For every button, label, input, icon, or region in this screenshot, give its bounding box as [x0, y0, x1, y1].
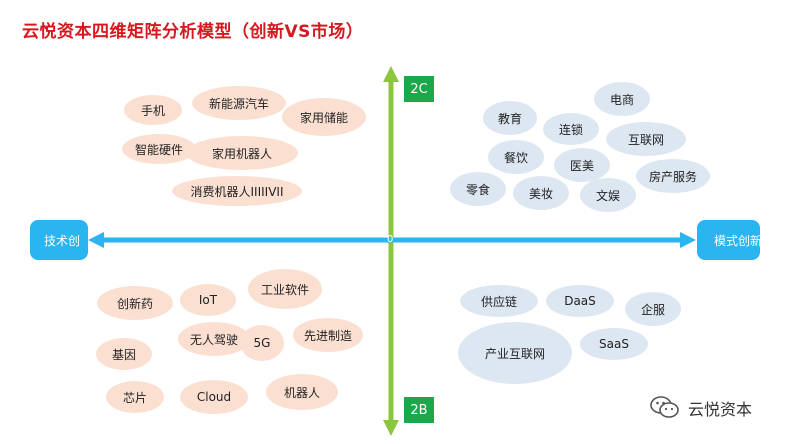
bubble-model-2c: 连锁	[543, 113, 599, 145]
bubble-model-2c: 互联网	[606, 122, 686, 156]
bubble-model-2c: 房产服务	[636, 159, 710, 193]
bubble-tech-2b: 基因	[96, 338, 152, 370]
watermark-text: 云悦资本	[688, 400, 753, 419]
bubble-model-2c: 文娱	[580, 178, 636, 212]
bubble-tech-2b: IoT	[180, 284, 236, 316]
bubble-tech-2b: 工业软件	[248, 269, 322, 309]
horizontal-axis-arrow-right	[680, 232, 696, 248]
bubble-tech-2c: 新能源汽车	[192, 86, 286, 120]
bubble-tech-2b: Cloud	[180, 380, 248, 414]
bubble-model-2b: SaaS	[580, 328, 648, 360]
bubble-model-2b: 企服	[625, 292, 681, 326]
bubble-model-2c: 零食	[450, 172, 506, 206]
bubble-tech-2b: 先进制造	[293, 318, 363, 352]
bubble-model-2b: DaaS	[546, 285, 614, 317]
bubble-tech-2b: 机器人	[266, 374, 338, 410]
bubble-tech-2c: 消费机器人IIIIIVII	[172, 176, 302, 206]
bubble-tech-2c: 手机	[124, 95, 182, 125]
bubble-tech-2b: 5G	[240, 325, 284, 361]
bubble-model-2c: 教育	[483, 101, 537, 135]
model-innovation-label: 模式创新	[697, 220, 760, 260]
bubble-model-2c: 医美	[554, 148, 610, 182]
quadrant-tag-2b: 2B	[404, 397, 434, 423]
bubble-tech-2b: 无人驾驶	[178, 322, 250, 356]
origin-label: 0	[387, 234, 394, 245]
bubble-model-2b: 供应链	[460, 285, 538, 317]
horizontal-axis-arrow-left	[88, 232, 104, 248]
bubble-tech-2c: 家用机器人	[186, 136, 298, 170]
bubble-tech-2b: 芯片	[106, 381, 164, 413]
bubble-tech-2c: 智能硬件	[122, 134, 196, 164]
bubble-model-2c: 餐饮	[488, 140, 544, 174]
bubble-model-2c: 电商	[594, 82, 650, 116]
watermark: 云悦资本	[650, 395, 752, 421]
tech-innovation-label: 技术创	[30, 220, 88, 260]
quadrant-tag-2c: 2C	[404, 76, 434, 102]
page-title: 云悦资本四维矩阵分析模型（创新VS市场）	[22, 22, 364, 42]
bubble-model-2c: 美妆	[513, 176, 569, 210]
bubble-tech-2b: 创新药	[97, 286, 173, 320]
vertical-axis-arrow-up	[383, 66, 399, 82]
vertical-axis-arrow-down	[383, 420, 399, 436]
bubble-tech-2c: 家用储能	[282, 98, 366, 136]
wechat-icon	[650, 396, 679, 418]
bubble-model-2b: 产业互联网	[458, 322, 572, 384]
